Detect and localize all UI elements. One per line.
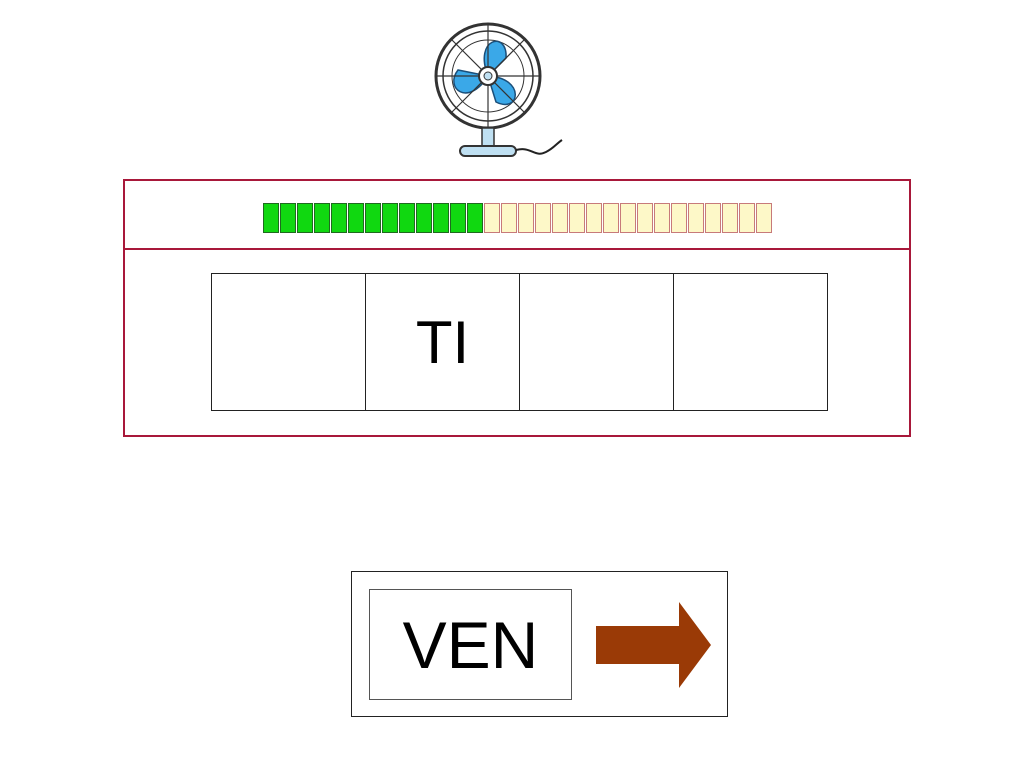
right-arrow-icon[interactable] [593,602,713,688]
syllable-slot-1[interactable] [211,273,366,411]
progress-segment-done [433,203,449,233]
syllable-slot-4[interactable] [673,273,828,411]
progress-segment-remaining [484,203,500,233]
progress-bar [263,203,773,233]
answer-panel: VEN [351,571,728,717]
progress-segment-done [382,203,398,233]
progress-segment-done [467,203,483,233]
progress-segment-done [416,203,432,233]
progress-segment-remaining [739,203,755,233]
progress-segment-remaining [705,203,721,233]
progress-segment-remaining [671,203,687,233]
progress-segment-remaining [756,203,772,233]
progress-segment-done [314,203,330,233]
syllable-tile[interactable]: VEN [369,589,572,700]
progress-segment-remaining [688,203,704,233]
progress-segment-remaining [654,203,670,233]
progress-segment-remaining [501,203,517,233]
progress-segment-remaining [535,203,551,233]
progress-segment-done [297,203,313,233]
progress-segment-done [348,203,364,233]
progress-segment-remaining [620,203,636,233]
progress-segment-done [263,203,279,233]
progress-segment-done [365,203,381,233]
progress-segment-remaining [569,203,585,233]
progress-segment-remaining [518,203,534,233]
progress-segment-remaining [637,203,653,233]
syllable-slot-3[interactable] [519,273,674,411]
progress-segment-done [450,203,466,233]
progress-segment-remaining [722,203,738,233]
frame-divider [125,248,909,250]
progress-segment-done [399,203,415,233]
word-slots: TI [211,273,828,411]
progress-segment-remaining [603,203,619,233]
progress-segment-remaining [552,203,568,233]
word-frame: TI [123,179,911,437]
progress-segment-done [280,203,296,233]
progress-segment-remaining [586,203,602,233]
syllable-slot-2[interactable]: TI [365,273,520,411]
electric-fan-icon [434,22,563,157]
progress-segment-done [331,203,347,233]
